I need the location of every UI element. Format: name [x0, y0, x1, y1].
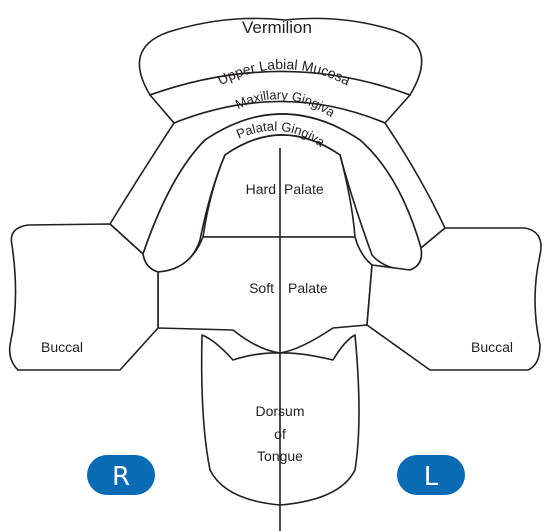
soft-palate-label-right: Palate — [288, 280, 328, 296]
right-side-marker-letter: R — [112, 462, 130, 492]
dorsum-label-line2: of — [274, 426, 286, 442]
buccal-label-right: Buccal — [41, 339, 83, 355]
hard-palate-region[interactable] — [202, 134, 356, 238]
buccal-region-right[interactable] — [8, 223, 159, 371]
left-side-marker-badge — [397, 455, 465, 495]
hard-palate-label-right: Palate — [284, 181, 324, 197]
dorsum-label-line1: Dorsum — [255, 403, 304, 419]
right-side-marker: R — [87, 455, 155, 495]
buccal-region-left[interactable] — [366, 227, 542, 371]
buccal-label-left: Buccal — [471, 339, 513, 355]
hard-palate-label-left: Hard — [246, 181, 276, 197]
soft-palate-label-left: Soft — [249, 280, 274, 296]
vermilion-label: Vermilion — [242, 18, 312, 37]
dorsum-label-line3: Tongue — [257, 448, 303, 464]
left-side-marker: L — [397, 455, 465, 495]
left-side-marker-letter: L — [424, 462, 439, 492]
right-side-marker-badge — [87, 455, 155, 495]
